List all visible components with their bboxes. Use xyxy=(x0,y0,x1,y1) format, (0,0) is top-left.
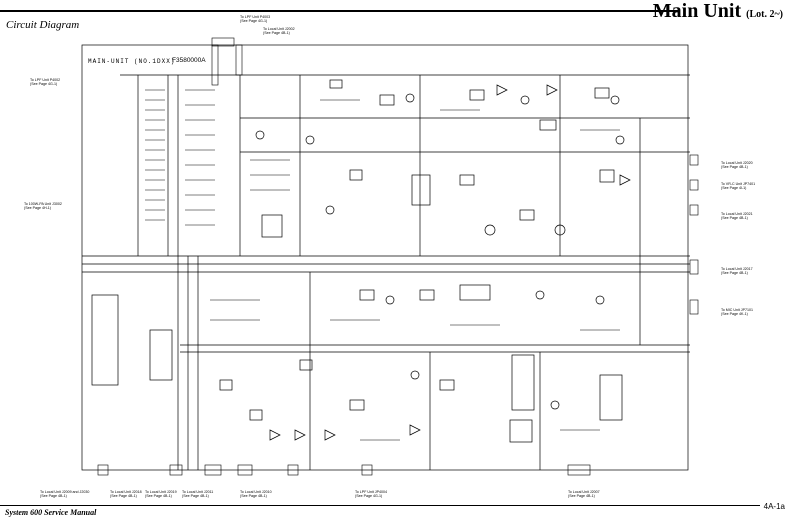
footer-manual-title: System 600 Service Manual xyxy=(5,508,97,517)
footer-page-number: 4A-1a xyxy=(763,502,785,511)
connector-label: To LPF Unit P4002(See Page 4G-1) xyxy=(30,78,61,87)
connector-label: To Local Unit J2009 and J2030(See Page 4… xyxy=(40,490,90,499)
connector-label: To MIC Unit JP7101(See Page 4K-1) xyxy=(721,308,753,317)
connector-label: To Local Unit J2020(See Page 4B-1) xyxy=(721,161,753,170)
connector-label: To VR-C Unit JP7401(See Page 4I-1) xyxy=(721,182,756,191)
footer-rule xyxy=(0,505,760,506)
board-part-number: F3580000A xyxy=(172,57,206,64)
connector-label: To 100W-PA Unit J3002(See Page 4H-1) xyxy=(24,202,62,211)
page-title: Main Unit (Lot. 2~) xyxy=(652,0,783,22)
header-rule xyxy=(0,10,680,12)
connector-label: To Local Unit J2010(See Page 4B-1) xyxy=(240,490,272,499)
connector-label: To LPF Unit JP4004(See Page 4G-1) xyxy=(355,490,387,499)
board-outline xyxy=(81,44,689,471)
connector-label: To Local Unit J2002(See Page 4B-1) xyxy=(263,27,295,36)
section-title: Circuit Diagram xyxy=(6,19,80,31)
connector-label: To Local Unit J2011(See Page 4B-1) xyxy=(182,490,214,499)
connector-label: To LPF Unit P4003(See Page 4G-1) xyxy=(240,15,271,24)
connector-label: To Local Unit J2007(See Page 4B-1) xyxy=(568,490,600,499)
connector-label: To Local Unit J2018(See Page 4B-1) xyxy=(110,490,142,499)
board-id-text: MAIN-UNIT (NO.1DXX) xyxy=(88,58,176,65)
connector-label: To Local Unit J2017(See Page 4B-1) xyxy=(721,267,753,276)
connector-label: To Local Unit J2021(See Page 4B-1) xyxy=(721,212,753,221)
connector-label: To Local Unit J2019(See Page 4B-1) xyxy=(145,490,177,499)
